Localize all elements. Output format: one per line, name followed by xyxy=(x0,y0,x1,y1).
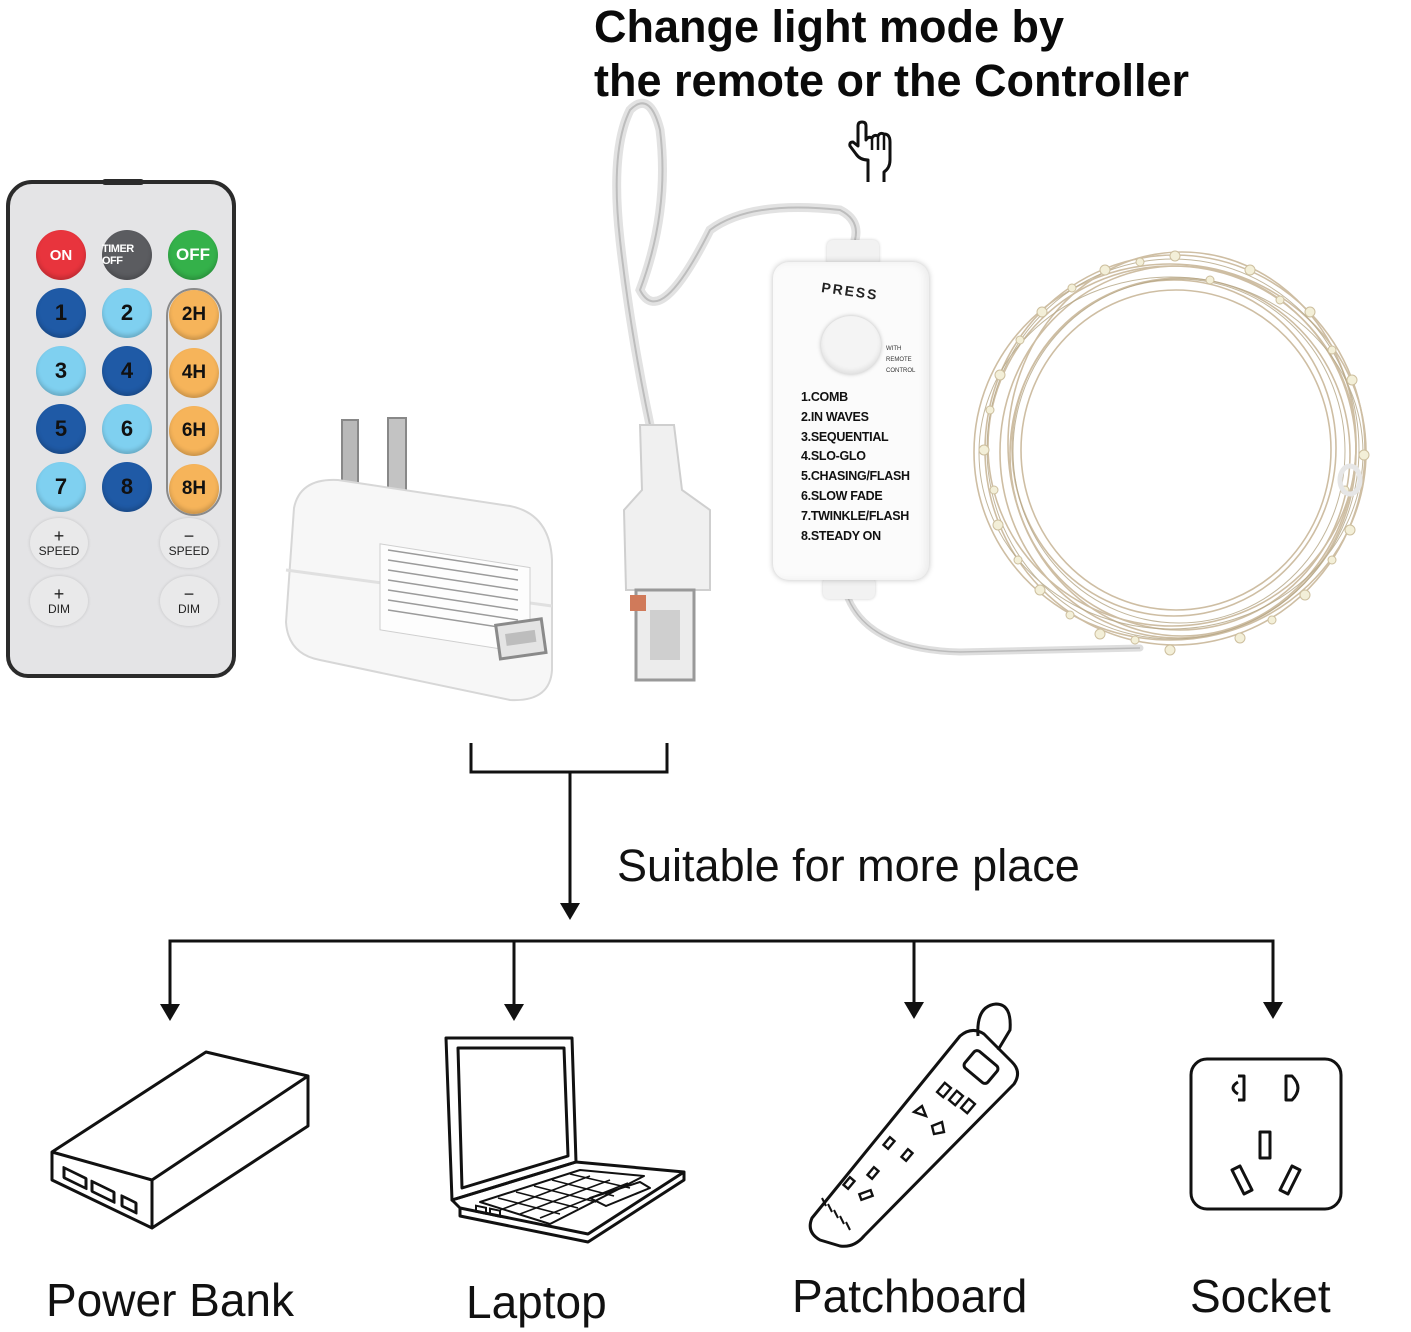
pointing-hand-icon xyxy=(848,120,892,182)
dim-label: DIM xyxy=(48,602,70,616)
hour-button-group xyxy=(166,288,222,516)
controller-top-cap xyxy=(827,240,879,266)
controller-cable-illustration xyxy=(844,594,1144,656)
fairy-light-coil-illustration xyxy=(973,250,1370,656)
remote-on-button[interactable]: ON xyxy=(36,230,86,280)
remote-dim-down-button[interactable]: − DIM xyxy=(160,576,218,626)
remote-button-3[interactable]: 3 xyxy=(36,346,86,396)
patchboard-icon xyxy=(808,1002,1019,1248)
socket-icon xyxy=(1189,1057,1343,1211)
with-remote-line: REMOTE xyxy=(886,357,912,363)
remote-button-4[interactable]: 4 xyxy=(102,346,152,396)
mode-item: 7.TWINKLE/FLASH xyxy=(801,508,909,523)
remote-speed-down-button[interactable]: − SPEED xyxy=(160,518,218,568)
controller-box xyxy=(773,262,929,580)
remote-6h-button[interactable]: 6H xyxy=(169,406,219,456)
headline-line-1: Change light mode by xyxy=(594,1,1065,52)
controller-with-remote-text: WITH REMOTE CONTROL xyxy=(886,344,926,377)
laptop-icon xyxy=(444,1036,686,1244)
with-remote-line: CONTROL xyxy=(886,368,916,374)
remote-speed-up-button[interactable]: + SPEED xyxy=(30,518,88,568)
remote-dim-up-button[interactable]: + DIM xyxy=(30,576,88,626)
remote-2h-button[interactable]: 2H xyxy=(169,290,219,340)
device-label-laptop: Laptop xyxy=(466,1276,607,1328)
usb-plug-housing xyxy=(622,424,711,591)
remote-button-1[interactable]: 1 xyxy=(36,288,86,338)
mode-item: 8.STEADY ON xyxy=(801,528,881,543)
device-label-socket: Socket xyxy=(1190,1270,1331,1322)
remote-8h-button[interactable]: 8H xyxy=(169,464,219,514)
remote-button-2[interactable]: 2 xyxy=(102,288,152,338)
minus-icon: − xyxy=(183,584,195,604)
remote-button-6[interactable]: 6 xyxy=(102,404,152,454)
controller-mode-list: 1.COMB 2.IN WAVES 3.SEQUENTIAL 4.SLO-GLO… xyxy=(801,388,910,546)
remote-button-8[interactable]: 8 xyxy=(102,462,152,512)
dim-label: DIM xyxy=(178,602,200,616)
power-bank-icon xyxy=(50,1050,310,1230)
remote-timer-off-button[interactable]: TIMER OFF xyxy=(102,230,152,280)
suitable-label: Suitable for more place xyxy=(617,840,1080,891)
controller-press-button[interactable] xyxy=(821,316,881,374)
patchboard-outlets xyxy=(841,1081,977,1202)
remote-button-7[interactable]: 7 xyxy=(36,462,86,512)
plus-icon: + xyxy=(53,526,65,546)
mode-item: 6.SLOW FADE xyxy=(801,488,883,503)
mode-item: 4.SLO-GLO xyxy=(801,449,866,464)
usb-cable-illustration xyxy=(612,98,861,682)
twist-tie xyxy=(1337,463,1363,497)
plus-icon: + xyxy=(53,584,65,604)
controller-bottom-cap xyxy=(823,577,875,599)
speed-label: SPEED xyxy=(168,544,210,558)
remote-off-button[interactable]: OFF xyxy=(168,230,218,280)
remote-control: ON TIMER OFF OFF 1 2 3 4 5 6 7 8 2H 4H 6… xyxy=(6,179,236,678)
device-label-patchboard: Patchboard xyxy=(792,1270,1028,1322)
mode-item: 5.CHASING/FLASH xyxy=(801,469,910,484)
patchboard-grip xyxy=(821,1197,851,1231)
mode-item: 2.IN WAVES xyxy=(801,409,869,424)
remote-button-5[interactable]: 5 xyxy=(36,404,86,454)
headline: Change light mode by the remote or the C… xyxy=(594,0,1189,108)
usb-wall-adapter-illustration xyxy=(284,417,553,702)
speed-label: SPEED xyxy=(38,544,80,558)
headline-line-2: the remote or the Controller xyxy=(594,55,1190,106)
device-label-power-bank: Power Bank xyxy=(46,1274,295,1326)
mode-item: 3.SEQUENTIAL xyxy=(801,429,889,444)
laptop-keyboard-grid xyxy=(497,1173,631,1219)
remote-4h-button[interactable]: 4H xyxy=(169,348,219,398)
mode-item: 1.COMB xyxy=(801,390,848,404)
remote-notch xyxy=(102,179,144,185)
with-remote-line: WITH xyxy=(886,346,902,352)
minus-icon: − xyxy=(183,526,195,546)
